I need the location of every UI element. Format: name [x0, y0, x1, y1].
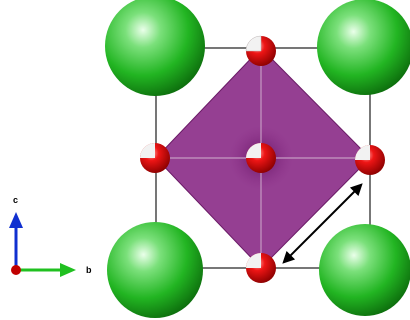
corner-atom-bottom-right — [319, 224, 410, 316]
axis-b-arrowhead — [60, 263, 76, 277]
axes-indicator: c b — [9, 195, 92, 277]
distance-arrow — [282, 183, 363, 264]
face-atom-left — [140, 143, 170, 173]
face-atom-top — [245, 35, 276, 66]
corner-atom-top-right — [317, 0, 410, 95]
face-atom-bottom — [246, 253, 276, 283]
corner-atom-bottom-left — [107, 222, 203, 318]
axis-b-label: b — [86, 265, 92, 275]
face-atom-right — [355, 145, 385, 175]
face-atom-center — [246, 143, 276, 173]
axis-c-arrowhead — [9, 212, 23, 228]
origin-atom — [11, 265, 21, 275]
axis-c-label: c — [13, 195, 18, 205]
corner-atom-top-left — [105, 0, 205, 96]
